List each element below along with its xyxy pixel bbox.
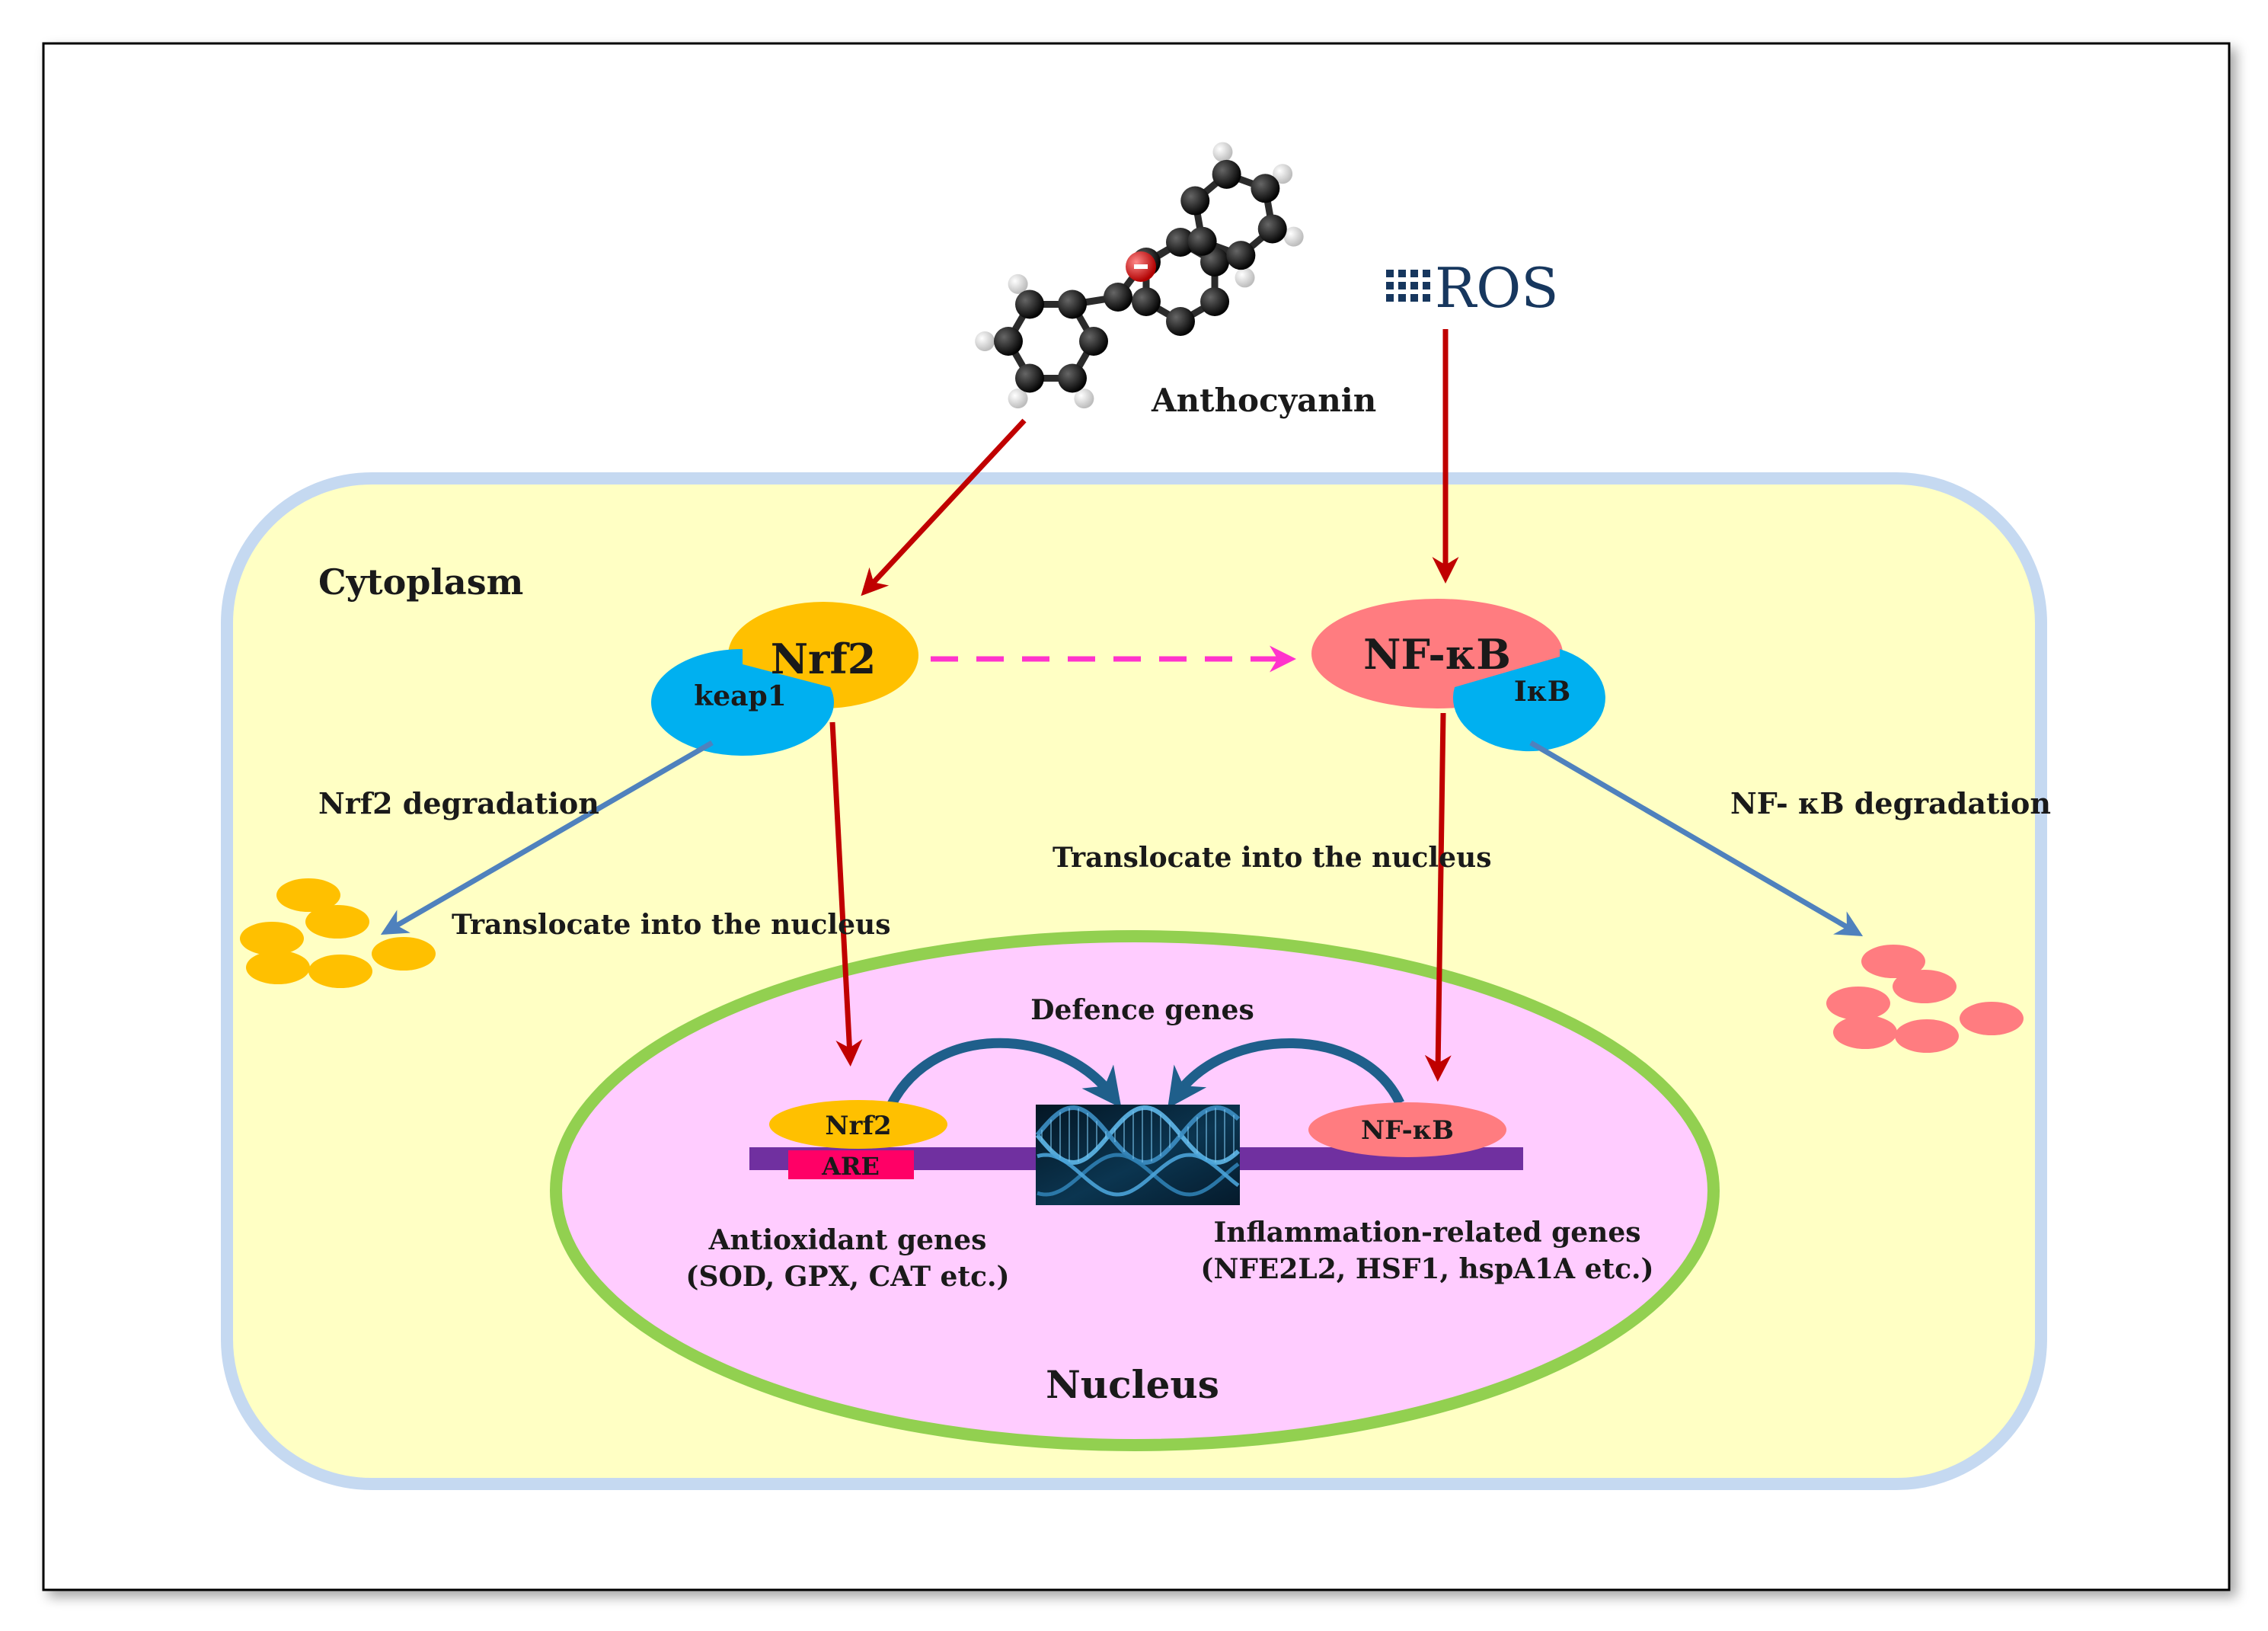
are-label: ARE bbox=[821, 1152, 880, 1181]
keap1-label: keap1 bbox=[694, 680, 786, 712]
cytoplasm-label: Cytoplasm bbox=[318, 561, 523, 603]
nrf2-nuclear-node bbox=[769, 1100, 947, 1149]
nrf2-degradation-arrow bbox=[380, 740, 714, 935]
keap1-node bbox=[651, 649, 835, 756]
defence-genes-label: Defence genes bbox=[1030, 994, 1254, 1026]
nrf2-translocation-arrow bbox=[829, 721, 863, 1067]
are-element bbox=[788, 1150, 914, 1179]
antioxidant-genes-examples: (SOD, GPX, CAT etc.) bbox=[685, 1261, 1009, 1293]
nfkb-translocation-arrow bbox=[1424, 712, 1452, 1082]
anthocyanin-activates-nrf2-arrow bbox=[861, 418, 1027, 596]
anthocyanin-label: Anthocyanin bbox=[1151, 382, 1376, 419]
nrf2-degradation-label: Nrf2 degradation bbox=[318, 786, 599, 820]
nrf2-keap1-complex: Nrf2 keap1 bbox=[651, 602, 918, 756]
nrf2-to-dna-arrow bbox=[882, 1038, 1122, 1116]
nrf2-label: Nrf2 bbox=[771, 635, 877, 683]
translocate-label-left: Translocate into the nucleus bbox=[452, 909, 890, 941]
antioxidant-genes-label: Antioxidant genes bbox=[708, 1224, 987, 1256]
nfkb-nuclear-node bbox=[1308, 1102, 1506, 1157]
translocate-label-right: Translocate into the nucleus bbox=[1053, 842, 1491, 874]
ros-label: ROS bbox=[1435, 256, 1559, 320]
nfkb-degraded-fragments bbox=[1826, 945, 2024, 1053]
ikb-node bbox=[1452, 649, 1605, 752]
inflammation-genes-examples: (NFE2L2, HSF1, hspA1A etc.) bbox=[1200, 1253, 1653, 1285]
nfkb-nuclear-label: NF-κB bbox=[1361, 1115, 1454, 1146]
nfkb-degradation-arrow bbox=[1529, 740, 1864, 937]
nrf2-nuclear-label: Nrf2 bbox=[825, 1111, 891, 1141]
nfkb-to-dna-arrow bbox=[1168, 1038, 1404, 1109]
anthocyanin-molecule-icon bbox=[975, 142, 1304, 409]
nfkb-label: NF-κB bbox=[1363, 630, 1511, 679]
nfkb-ikb-complex: NF-κB IκB bbox=[1311, 599, 1605, 752]
dna-helix-icon bbox=[1035, 1105, 1241, 1205]
inflammation-genes-label: Inflammation-related genes bbox=[1214, 1217, 1641, 1249]
ros-dots-icon bbox=[1386, 270, 1430, 302]
nfkb-degradation-label: NF- κB degradation bbox=[1730, 786, 2051, 820]
nrf2-degraded-fragments bbox=[240, 878, 436, 988]
ikb-label: IκB bbox=[1514, 676, 1570, 708]
nucleus-label: Nucleus bbox=[1046, 1362, 1219, 1407]
